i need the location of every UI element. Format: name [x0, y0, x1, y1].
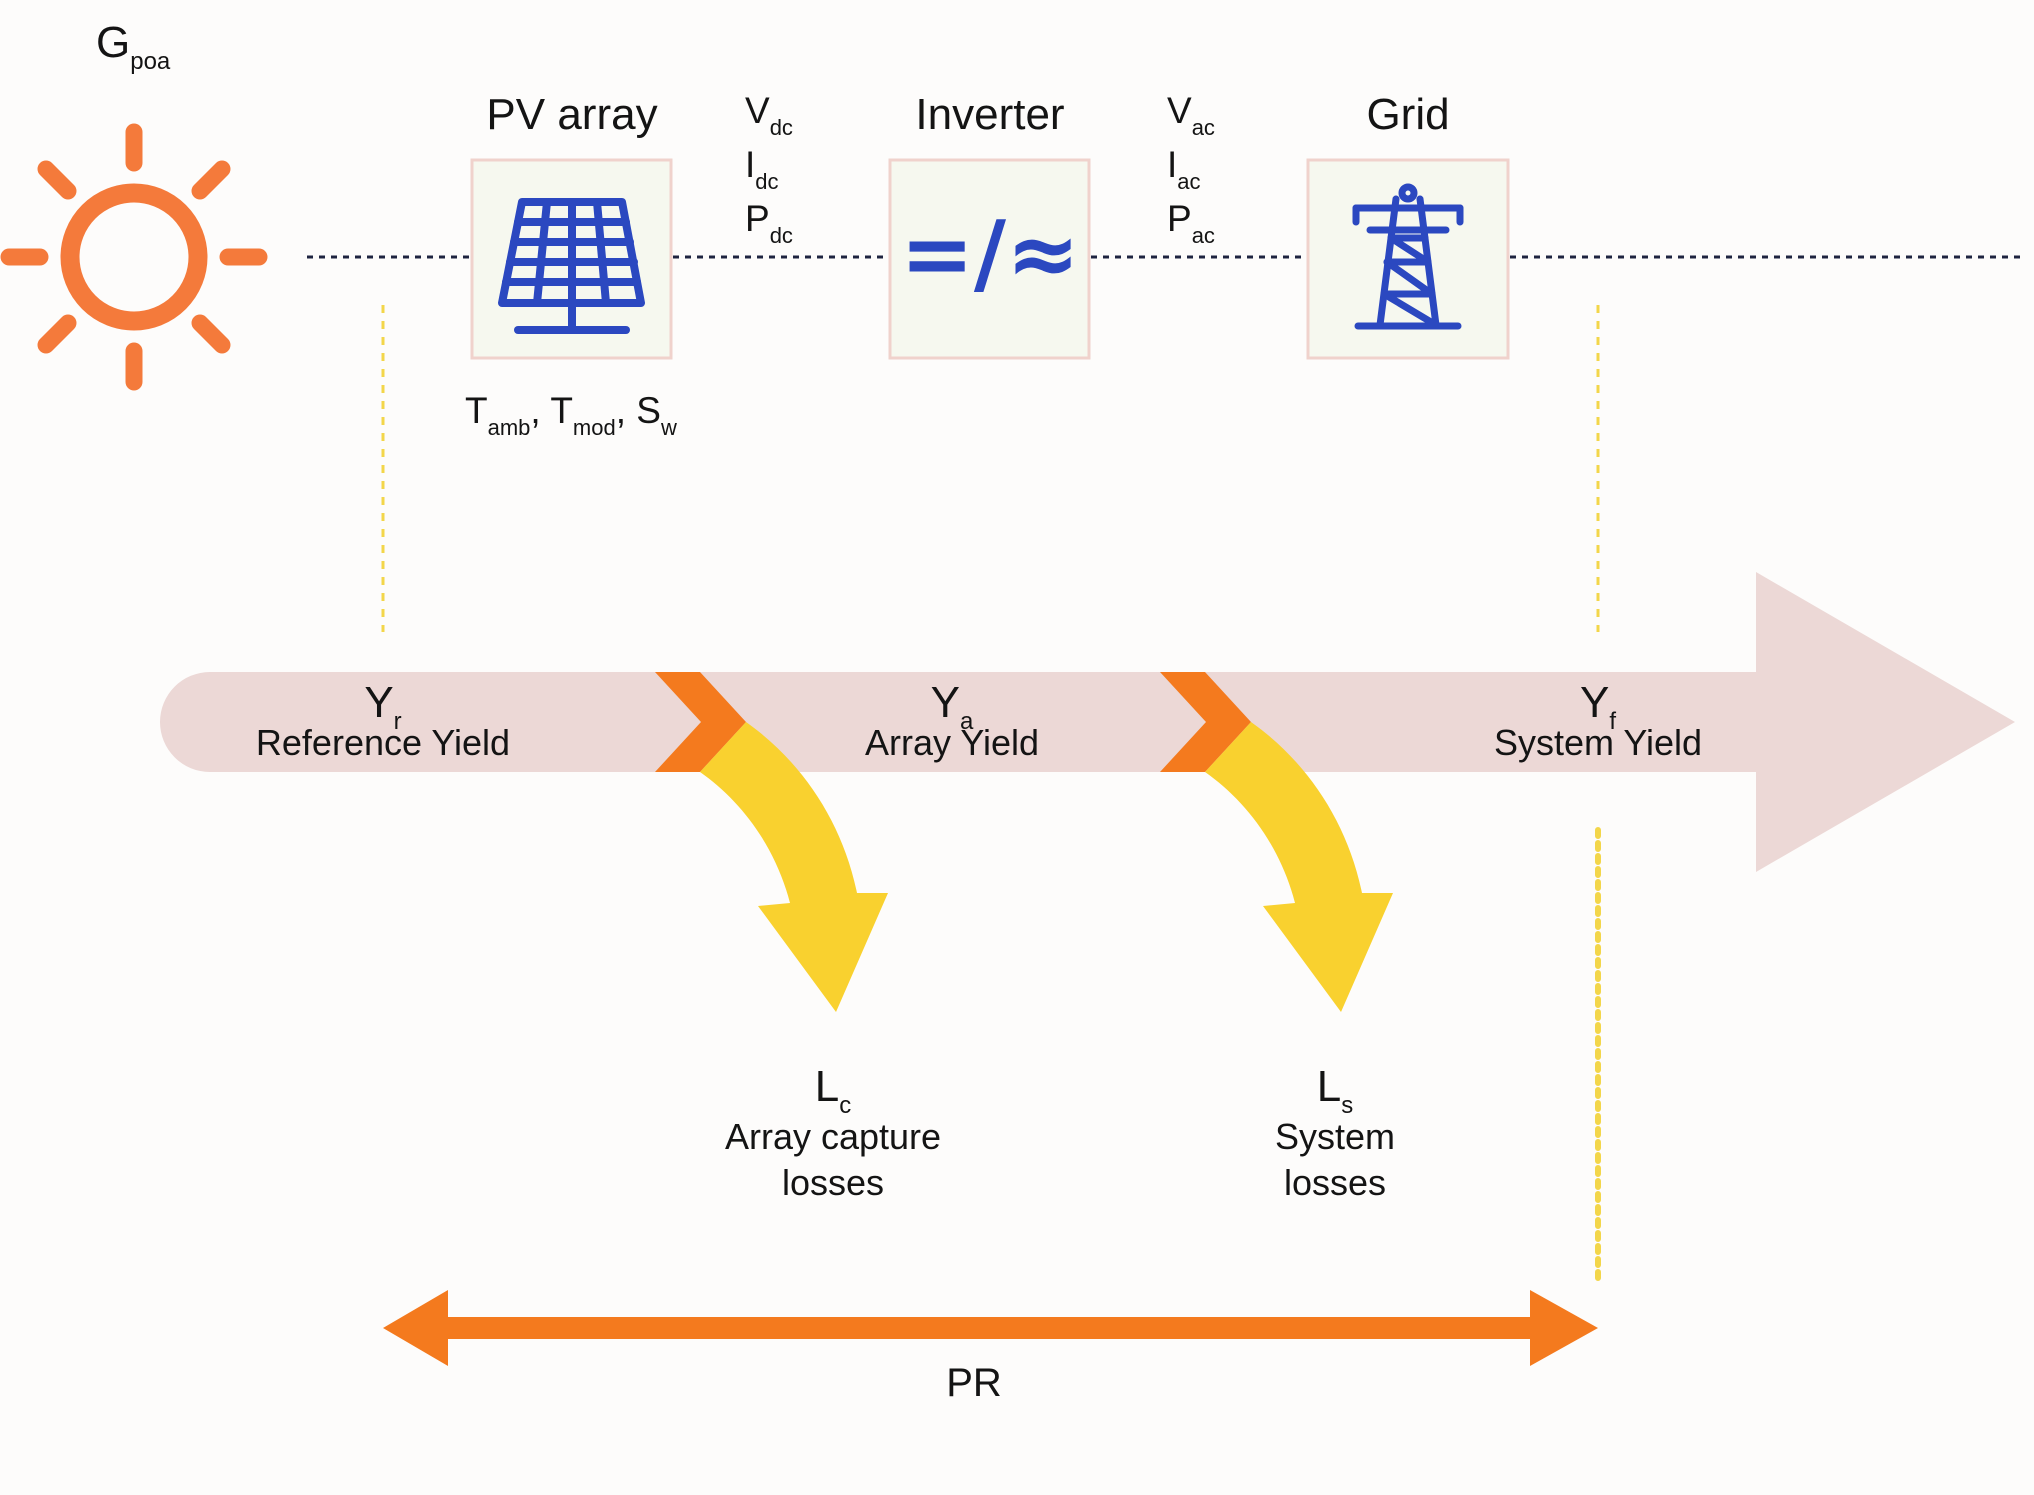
- array-capture-loss-arrow: [700, 722, 888, 1012]
- dc-ac-converter-icon: =/≈: [900, 202, 1080, 305]
- inverter-title: Inverter: [915, 90, 1065, 139]
- solar-panel-icon: [498, 198, 645, 334]
- grid-title: Grid: [1366, 90, 1450, 139]
- dc-voltage-label: Vdc: [745, 90, 793, 140]
- ac-current-label: Iac: [1167, 144, 1201, 194]
- reference-yield-label: Yr Reference Yield: [255, 678, 511, 763]
- sun-icon: [0, 123, 268, 391]
- ac-power-label: Pac: [1167, 198, 1215, 248]
- dc-current-label: Idc: [745, 144, 779, 194]
- yield-flow-arrow: [160, 572, 2015, 872]
- array-loss-chevron: [655, 672, 746, 772]
- performance-ratio-label: PR: [946, 1361, 1002, 1405]
- ambient-parameters-label: Tamb, Tmod, Sw: [465, 390, 677, 440]
- system-loss-arrow: [1205, 722, 1393, 1012]
- array-capture-losses-label: Lc Array capture losses: [724, 1062, 942, 1204]
- system-loss-chevron: [1160, 672, 1251, 772]
- irradiance-label: Gpoa: [96, 18, 171, 75]
- system-losses-label: Ls System losses: [1274, 1062, 1396, 1204]
- system-yield-label: Yf System Yield: [1493, 678, 1703, 763]
- pv-array-title: PV array: [486, 90, 658, 139]
- ac-voltage-label: Vac: [1167, 90, 1215, 140]
- dc-power-label: Pdc: [745, 198, 793, 248]
- inverter-box: [888, 158, 1091, 360]
- array-yield-label: Ya Array Yield: [864, 678, 1040, 763]
- transmission-tower-icon: [1352, 183, 1464, 330]
- pr-double-arrow: [383, 1290, 1598, 1366]
